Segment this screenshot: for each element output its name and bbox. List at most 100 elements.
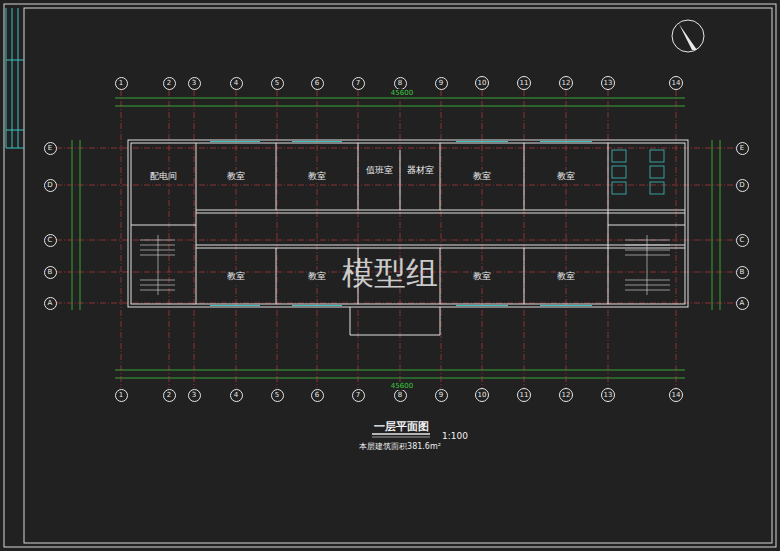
axis-line	[608, 90, 609, 388]
axis-line	[236, 90, 237, 388]
axis-label: 13	[604, 392, 613, 399]
axis-bubble: 11	[517, 76, 531, 90]
axis-bubble: 6	[311, 389, 324, 402]
axis-line	[194, 90, 195, 388]
room: 教室	[196, 248, 276, 304]
axis-bubble: A	[736, 297, 749, 310]
room: 教室	[440, 248, 524, 304]
axis-label: 3	[192, 80, 196, 87]
axis-label: 14	[672, 80, 681, 87]
axis-label: E	[48, 145, 52, 152]
room-name: 教室	[472, 170, 492, 183]
axis-label: 5	[275, 392, 279, 399]
room-name: 教室	[226, 170, 246, 183]
axis-line	[317, 90, 318, 388]
room-name: 教室	[556, 270, 576, 283]
axis-bubble: 5	[271, 77, 284, 90]
axis-line	[566, 90, 567, 388]
axis-line	[277, 90, 278, 388]
room: 教室	[524, 143, 608, 210]
axis-bubble: 1	[115, 77, 128, 90]
axis-label: 10	[478, 80, 487, 87]
axis-bubble: 4	[230, 77, 243, 90]
axis-bubble: 13	[601, 388, 615, 402]
axis-line	[56, 148, 736, 149]
area-note: 本层建筑面积381.6m²	[359, 441, 441, 452]
axis-bubble: B	[44, 266, 57, 279]
room-name: 教室	[307, 270, 327, 283]
dimension: 45600	[389, 382, 415, 390]
axis-label: 11	[520, 392, 529, 399]
axis-line	[56, 185, 736, 186]
axis-line	[441, 90, 442, 388]
axis-line	[676, 90, 677, 388]
axis-bubble: 10	[475, 76, 489, 90]
axis-label: 7	[356, 392, 360, 399]
axis-bubble: 3	[188, 77, 201, 90]
room: 器材室	[400, 150, 440, 190]
room-name: 器材室	[406, 164, 435, 177]
axis-bubble: C	[736, 234, 749, 247]
axis-line	[56, 303, 736, 304]
axis-bubble: 14	[669, 388, 683, 402]
axis-bubble: 6	[311, 77, 324, 90]
dimension: 45600	[389, 89, 415, 97]
scale: 1:100	[442, 431, 468, 441]
axis-label: 8	[398, 80, 402, 87]
axis-label: 10	[478, 392, 487, 399]
axis-label: 1	[119, 80, 123, 87]
axis-label: D	[47, 182, 52, 189]
axis-label: C	[48, 237, 53, 244]
axis-bubble: 10	[475, 388, 489, 402]
axis-label: D	[739, 182, 744, 189]
axis-bubble: D	[44, 179, 57, 192]
axis-label: 9	[439, 392, 443, 399]
axis-label: 1	[119, 392, 123, 399]
room: 配电间	[131, 143, 196, 210]
drawing-title: 一层平面图	[374, 419, 429, 434]
room-name: 教室	[556, 170, 576, 183]
axis-label: 12	[562, 392, 571, 399]
axis-bubble: 7	[352, 77, 365, 90]
axis-bubble: C	[44, 234, 57, 247]
axis-line	[400, 90, 401, 388]
axis-label: E	[740, 145, 744, 152]
axis-bubble: 12	[559, 76, 573, 90]
axis-line	[524, 90, 525, 388]
axis-bubble: A	[44, 297, 57, 310]
axis-bubble: 2	[163, 77, 176, 90]
axis-label: 4	[234, 392, 238, 399]
axis-bubble: 4	[230, 389, 243, 402]
axis-label: C	[740, 237, 745, 244]
axis-bubble: 9	[435, 389, 448, 402]
axis-bubble: 3	[188, 389, 201, 402]
axis-label: 4	[234, 80, 238, 87]
room: 教室	[196, 143, 276, 210]
axis-bubble: 14	[669, 76, 683, 90]
axis-bubble: 13	[601, 76, 615, 90]
axis-bubble: 2	[163, 389, 176, 402]
watermark: 模型组	[342, 252, 438, 296]
room: 教室	[276, 143, 358, 210]
room: 教室	[440, 143, 524, 210]
room-name: 教室	[472, 270, 492, 283]
axis-line	[358, 90, 359, 388]
room-name: 值班室	[365, 164, 394, 177]
axis-label: 11	[520, 80, 529, 87]
axis-label: 2	[167, 80, 171, 87]
room-name: 教室	[226, 270, 246, 283]
axis-line	[482, 90, 483, 388]
axis-label: 3	[192, 392, 196, 399]
axis-bubble: 5	[271, 389, 284, 402]
axis-label: 14	[672, 392, 681, 399]
axis-label: 2	[167, 392, 171, 399]
axis-bubble: 11	[517, 388, 531, 402]
axis-bubble: 8	[394, 389, 407, 402]
axis-line	[169, 90, 170, 388]
axis-label: A	[740, 300, 745, 307]
axis-bubble: E	[44, 142, 57, 155]
axis-label: A	[48, 300, 53, 307]
room: 教室	[524, 248, 608, 304]
axis-bubble: E	[736, 142, 749, 155]
